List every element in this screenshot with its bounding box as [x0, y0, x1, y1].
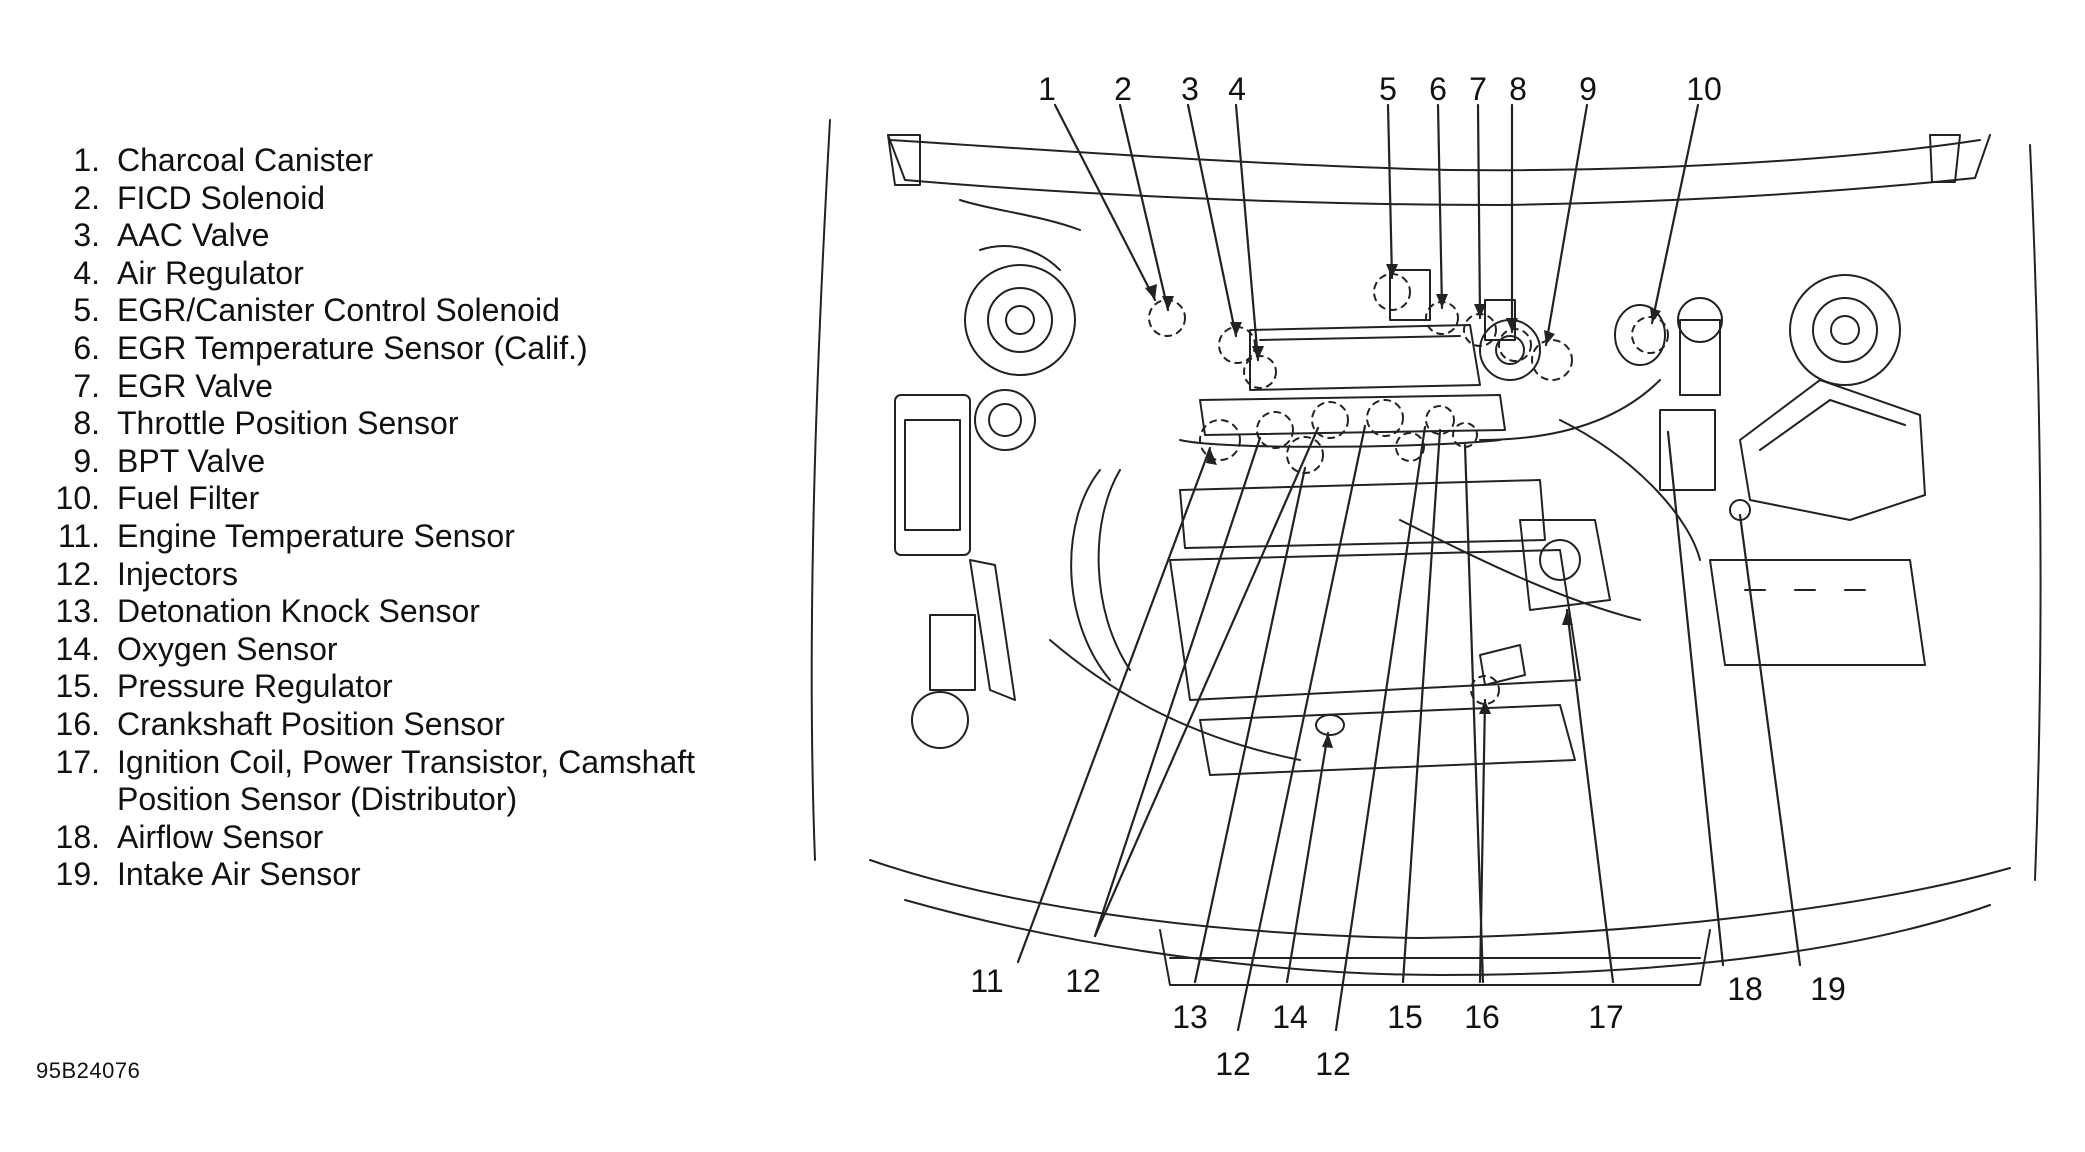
callout-1: 1	[1038, 71, 1056, 107]
callout-4: 4	[1228, 71, 1246, 107]
callout-12: 12	[1215, 1046, 1251, 1082]
legend-item: 3. AAC Valve	[30, 217, 695, 255]
callout-9: 9	[1579, 71, 1597, 107]
legend-item: 6. EGR Temperature Sensor (Calif.)	[30, 330, 695, 368]
legend-number: 19.	[55, 856, 100, 893]
callout-19: 19	[1810, 971, 1846, 1007]
callout-12: 12	[1065, 963, 1101, 999]
legend-label-multiline: Ignition Coil, Power Transistor, Camshaf…	[117, 744, 695, 819]
legend-number: 6.	[73, 329, 100, 366]
legend-label: EGR Temperature Sensor (Calif.)	[117, 329, 588, 366]
callout-numbers: 1 2 3 4 5 6 7 8 9 10 11 12 13 12 14 12 1…	[970, 71, 1845, 1082]
callout-16: 16	[1464, 999, 1500, 1035]
legend-item: 11. Engine Temperature Sensor	[30, 518, 695, 556]
intake-manifold	[1179, 324, 1506, 448]
legend-item: 19. Intake Air Sensor	[30, 856, 695, 894]
callout-18: 18	[1727, 971, 1763, 1007]
legend-label: Engine Temperature Sensor	[117, 517, 515, 554]
legend-number: 18.	[55, 818, 100, 855]
legend-label: Pressure Regulator	[117, 668, 393, 705]
legend-number: 7.	[73, 367, 100, 404]
component-legend: 1. Charcoal Canister 2. FICD Solenoid 3. AA…	[30, 142, 696, 894]
hood-hinges	[887, 134, 1961, 186]
legend-number: 9.	[73, 442, 100, 479]
legend-number: 8.	[73, 405, 100, 442]
callout-7: 7	[1469, 71, 1487, 107]
legend-label: Ignition Coil, Power Transistor, Camshaf…	[117, 743, 696, 780]
legend-item: 5. EGR/Canister Control Solenoid	[30, 292, 695, 330]
legend-number: 11.	[57, 517, 100, 554]
legend-label: EGR/Canister Control Solenoid	[117, 292, 560, 329]
legend-label: FICD Solenoid	[117, 179, 326, 216]
legend-label: Oxygen Sensor	[117, 630, 338, 667]
callout-15: 15	[1387, 999, 1423, 1035]
legend-number: 2.	[73, 179, 100, 216]
legend-label: AAC Valve	[117, 217, 270, 254]
legend-number: 15.	[55, 668, 100, 705]
vehicle-body-outline	[810, 119, 2042, 986]
callout-17: 17	[1588, 999, 1624, 1035]
legend-label: BPT Valve	[117, 442, 266, 479]
hoses	[1049, 379, 1701, 761]
legend-number: 3.	[73, 217, 100, 254]
callout-10: 10	[1686, 71, 1722, 107]
legend-label-continued: Position Sensor (Distributor)	[117, 781, 518, 818]
legend-label: EGR Valve	[117, 367, 273, 404]
legend-item: 12. Injectors	[30, 556, 695, 594]
callout-3: 3	[1181, 71, 1199, 107]
legend-label: Crankshaft Position Sensor	[117, 705, 505, 742]
legend-number: 10.	[55, 480, 100, 517]
strut-tower-right	[1789, 274, 1901, 386]
fuel-filter-body	[1614, 304, 1666, 366]
legend-number: 5.	[73, 292, 100, 329]
engine-block	[1169, 479, 1581, 776]
strut-tower-left	[964, 264, 1076, 376]
legend-item: 4. Air Regulator	[30, 255, 695, 293]
callout-leader-lines	[1016, 103, 1802, 1032]
legend-label: Throttle Position Sensor	[117, 405, 459, 442]
legend-item: 16. Crankshaft Position Sensor	[30, 706, 695, 744]
callout-5: 5	[1379, 71, 1397, 107]
callout-13: 13	[1172, 999, 1208, 1035]
legend-number: 16.	[55, 705, 100, 742]
callout-14: 14	[1272, 999, 1308, 1035]
legend-number: 1.	[73, 142, 100, 178]
distributor	[1479, 519, 1611, 686]
legend-label: Airflow Sensor	[117, 818, 324, 855]
callout-6: 6	[1429, 71, 1447, 107]
leader-arrowheads	[1145, 264, 1661, 748]
legend-item: 2. FICD Solenoid	[30, 180, 695, 218]
legend-number: 14.	[55, 630, 100, 667]
legend-label: Injectors	[117, 555, 238, 592]
air-cleaner-box	[1659, 297, 1926, 521]
legend-label: Air Regulator	[117, 254, 304, 291]
legend-item: 18. Airflow Sensor	[30, 819, 695, 857]
legend-number: 12.	[55, 555, 100, 592]
legend-item: 1. Charcoal Canister	[30, 142, 695, 180]
figure-id: 95B24076	[36, 1058, 141, 1083]
legend-item: 10. Fuel Filter	[30, 480, 695, 518]
legend-item: 9. BPT Valve	[30, 443, 695, 481]
legend-item: 17. Ignition Coil, Power Transistor, Cams…	[30, 743, 696, 819]
legend-number: 17.	[55, 743, 100, 780]
legend-label: Detonation Knock Sensor	[117, 593, 480, 630]
legend-item: 15. Pressure Regulator	[30, 668, 695, 706]
battery	[1709, 559, 1926, 666]
left-side-components	[894, 199, 1081, 749]
legend-item: 13. Detonation Knock Sensor	[30, 593, 695, 631]
legend-number: 13.	[55, 593, 100, 630]
legend-item: 8. Throttle Position Sensor	[30, 405, 695, 443]
legend-label: Intake Air Sensor	[117, 856, 361, 893]
legend-label: Charcoal Canister	[117, 142, 374, 178]
callout-8: 8	[1509, 71, 1527, 107]
legend-number: 4.	[73, 254, 100, 291]
component-highlight-circles	[1148, 273, 1669, 705]
legend-item: 7. EGR Valve	[30, 368, 695, 406]
callout-11: 11	[970, 963, 1003, 999]
callout-2: 2	[1114, 71, 1132, 107]
legend-item: 14. Oxygen Sensor	[30, 631, 695, 669]
legend-label: Fuel Filter	[117, 480, 260, 517]
callout-12: 12	[1315, 1046, 1351, 1082]
